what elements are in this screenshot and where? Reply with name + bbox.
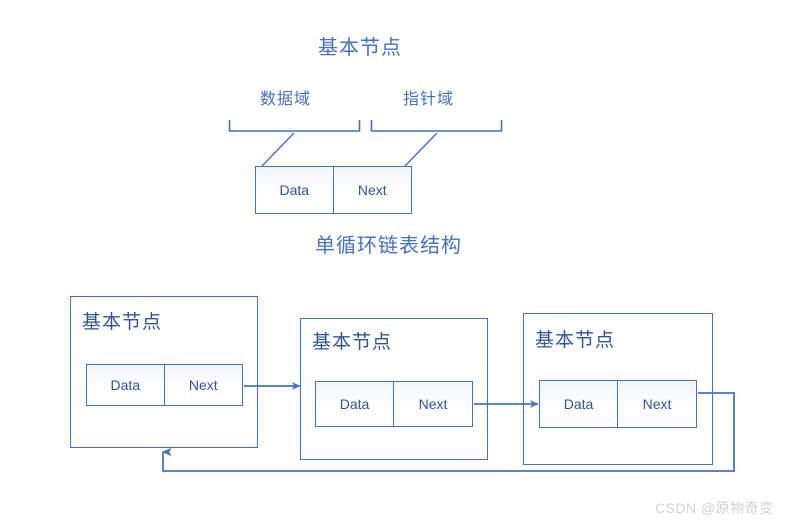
csdn-watermark: CSDN @原物奇变 (655, 500, 774, 516)
list-node-3-data-cell: Data (540, 381, 618, 427)
pointer-field-label: 指针域 (403, 91, 455, 108)
pointer-field-leader (404, 132, 438, 167)
data-field-leader (261, 132, 295, 167)
list-node-2-title: 基本节点 (312, 332, 393, 353)
list-node-3-cellbox: Data Next (539, 380, 697, 428)
top-section-title: 基本节点 (318, 37, 402, 59)
list-node-1-title: 基本节点 (82, 312, 163, 333)
sample-node-data-cell: Data (256, 167, 334, 213)
list-node-1-data-cell: Data (87, 365, 165, 405)
pointer-field-bracket (370, 120, 503, 132)
middle-section-title: 单循环链表结构 (315, 235, 462, 257)
list-node-3-next-cell: Next (642, 396, 672, 412)
data-field-bracket (228, 120, 361, 132)
list-node-2-data-cell: Data (316, 382, 394, 426)
list-node-1-cellbox: Data Next (86, 364, 243, 406)
list-node-2-cellbox: Data Next (315, 381, 473, 427)
list-node-1-next-cell: Next (188, 377, 218, 393)
data-field-label: 数据域 (260, 91, 312, 108)
sample-node-cellbox: Data Next (255, 166, 412, 214)
list-node-2-next-cell: Next (418, 396, 448, 412)
sample-node-next-cell: Next (357, 182, 387, 198)
list-node-3-title: 基本节点 (535, 330, 616, 351)
